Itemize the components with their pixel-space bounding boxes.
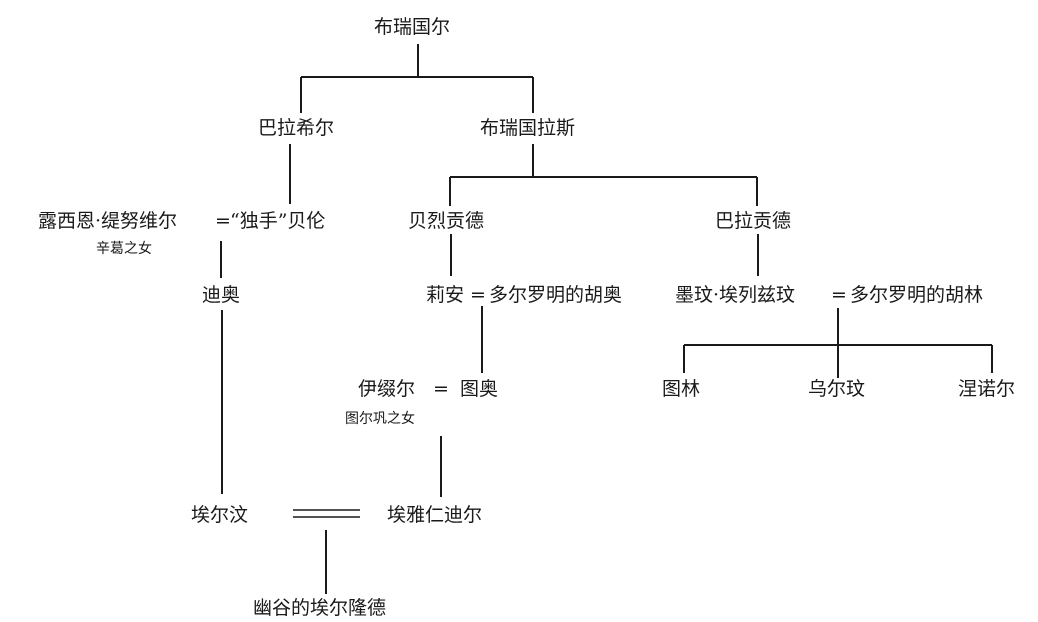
parent-note-idril: 图尔巩之女 xyxy=(345,411,415,427)
person-rian: 莉安 xyxy=(426,284,465,306)
person-baragund: 巴拉贡德 xyxy=(715,210,792,232)
marriage-sign: = xyxy=(433,378,449,400)
person-lusien-tinuvil: 露西恩·缇努维尔 xyxy=(38,210,178,232)
person-turin: 图林 xyxy=(662,378,701,400)
person-earendil: 埃雅仁迪尔 xyxy=(387,504,483,526)
person-baraxil: 巴拉希尔 xyxy=(258,117,335,139)
person-elwing: 埃尔汶 xyxy=(191,504,249,526)
person-tuor: 图奥 xyxy=(460,378,499,400)
person-morwen: 墨玟·埃列兹玟 xyxy=(675,284,796,306)
parent-note-lusien: 辛葛之女 xyxy=(96,241,152,257)
marriage-sign: = xyxy=(470,284,486,306)
person-dior: 迪奥 xyxy=(202,284,241,306)
person-belegund: 贝烈贡德 xyxy=(408,210,485,232)
person-idril: 伊缀尔 xyxy=(358,378,416,400)
person-nienor: 涅诺尔 xyxy=(958,378,1016,400)
person-elrond: 幽谷的埃尔隆德 xyxy=(253,597,387,619)
person-huor: 多尔罗明的胡奥 xyxy=(489,284,623,306)
person-beren: “独手”贝伦 xyxy=(230,210,326,232)
person-urwen: 乌尔玟 xyxy=(808,378,866,400)
marriage-sign: = xyxy=(215,210,231,232)
marriage-sign: = xyxy=(831,284,847,306)
person-hurin: 多尔罗明的胡林 xyxy=(850,284,984,306)
person-bruinor: 布瑞国尔 xyxy=(374,16,451,38)
person-bruinoras: 布瑞国拉斯 xyxy=(480,117,576,139)
